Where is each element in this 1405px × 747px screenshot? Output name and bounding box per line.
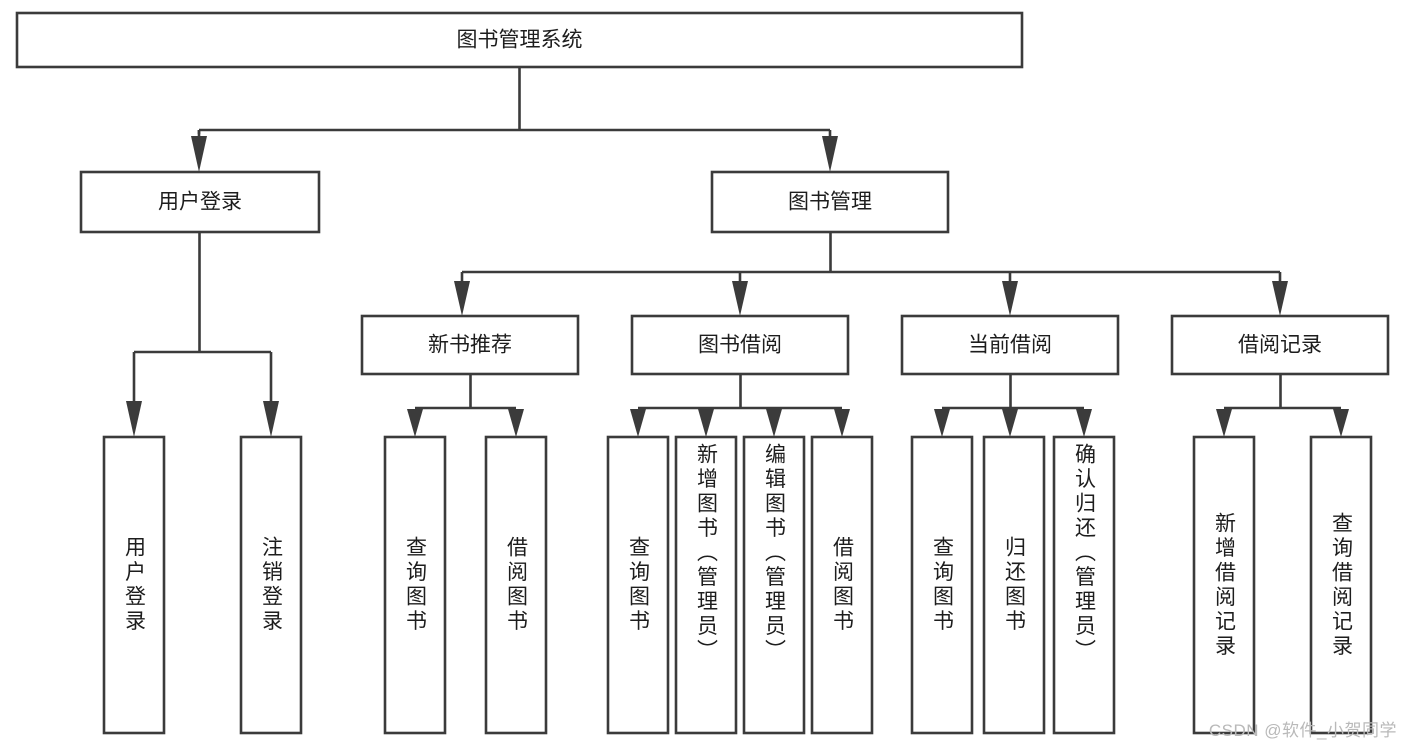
connectors-layer <box>126 67 1349 437</box>
node-leaf-confirm-return-box[interactable] <box>1052 435 1116 735</box>
arrow-head-leaf-query-book-1 <box>407 409 423 437</box>
arrow-head-leaf-query-book-3 <box>934 409 950 437</box>
node-book-borrow[interactable]: 图书借阅 <box>630 314 850 376</box>
arrow-head-current-borrow <box>1002 281 1018 316</box>
node-leaf-query-book-2-box[interactable] <box>606 435 670 735</box>
node-leaf-logout-box[interactable] <box>239 435 303 735</box>
arrow-head-leaf-confirm-return <box>1076 409 1092 437</box>
arrow-head-leaf-edit-book <box>766 409 782 437</box>
node-new-book-recommend-box[interactable] <box>360 314 580 376</box>
node-leaf-edit-book-box[interactable] <box>742 435 806 735</box>
node-leaf-borrow-book-2-box[interactable] <box>810 435 874 735</box>
arrow-head-leaf-user-login <box>126 401 142 437</box>
watermark-text: CSDN @软件_小贺同学 <box>1208 721 1397 740</box>
node-leaf-return-book-box[interactable] <box>982 435 1046 735</box>
node-leaf-user-login-box[interactable] <box>102 435 166 735</box>
node-root[interactable]: 图书管理系统 <box>15 11 1024 69</box>
node-user-login[interactable]: 用户登录 <box>79 170 321 234</box>
node-book-borrow-box[interactable] <box>630 314 850 376</box>
arrow-head-borrow-records <box>1272 281 1288 316</box>
node-leaf-add-record-box[interactable] <box>1192 435 1256 735</box>
node-leaf-borrow-book-1-box[interactable] <box>484 435 548 735</box>
node-root-label: 图书管理系统 <box>457 29 583 52</box>
node-borrow-records-label: 借阅记录 <box>1238 334 1322 357</box>
arrow-head-leaf-add-record <box>1216 409 1232 437</box>
arrow-head-book-management <box>822 136 838 172</box>
arrow-head-new-book-recommend <box>454 281 470 316</box>
node-leaf-query-record-box[interactable] <box>1309 435 1373 735</box>
node-borrow-records-box[interactable] <box>1170 314 1390 376</box>
node-user-login-box[interactable] <box>79 170 321 234</box>
arrow-head-leaf-query-record <box>1333 409 1349 437</box>
node-book-management[interactable]: 图书管理 <box>710 170 950 234</box>
node-new-book-recommend-label: 新书推荐 <box>428 334 512 357</box>
arrow-head-book-borrow <box>732 281 748 316</box>
nodes-layer: 图书管理系统 用户登录 图书管理 新书推荐 图书借阅 <box>15 11 1390 735</box>
arrow-head-user-login <box>191 136 207 172</box>
node-new-book-recommend[interactable]: 新书推荐 <box>360 314 580 376</box>
arrow-head-leaf-query-book-2 <box>630 409 646 437</box>
arrow-head-leaf-borrow-book-2 <box>834 409 850 437</box>
arrow-head-leaf-logout <box>263 401 279 437</box>
arrow-head-leaf-borrow-book-1 <box>508 409 524 437</box>
arrow-head-leaf-return-book <box>1002 409 1018 437</box>
node-book-management-label: 图书管理 <box>788 191 872 214</box>
node-leaf-add-book-box[interactable] <box>674 435 738 735</box>
node-current-borrow-box[interactable] <box>900 314 1120 376</box>
node-book-management-box[interactable] <box>710 170 950 234</box>
node-leaf-query-book-1-box[interactable] <box>383 435 447 735</box>
node-current-borrow[interactable]: 当前借阅 <box>900 314 1120 376</box>
arrow-head-leaf-add-book <box>698 409 714 437</box>
node-root-box[interactable] <box>15 11 1024 69</box>
node-leaf-query-book-3-box[interactable] <box>910 435 974 735</box>
node-book-borrow-label: 图书借阅 <box>698 334 782 357</box>
node-current-borrow-label: 当前借阅 <box>968 334 1052 357</box>
node-user-login-label: 用户登录 <box>158 191 242 214</box>
node-borrow-records[interactable]: 借阅记录 <box>1170 314 1390 376</box>
